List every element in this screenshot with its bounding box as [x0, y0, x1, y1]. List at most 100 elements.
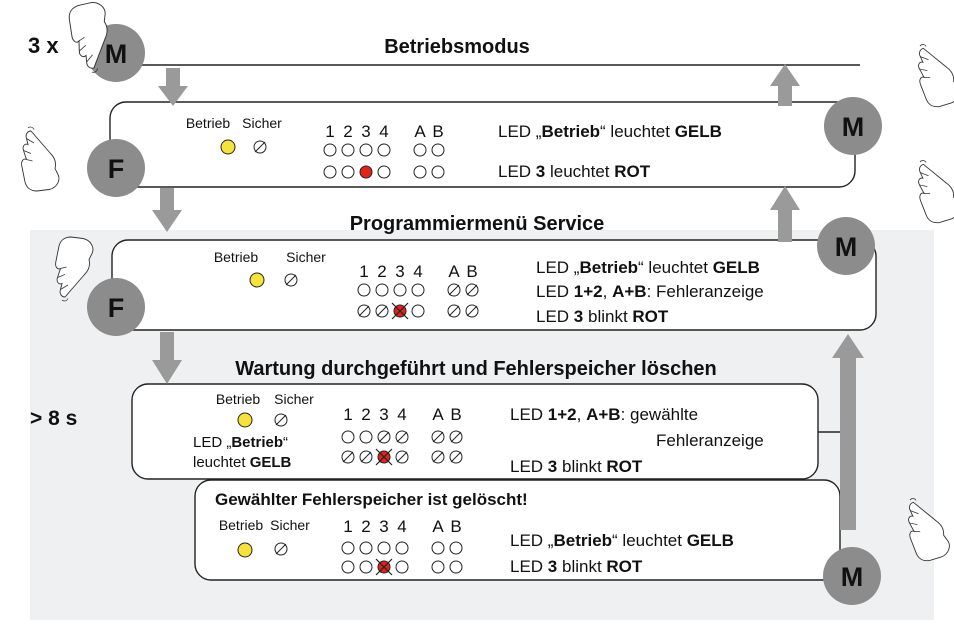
led-blink-mark	[375, 558, 393, 576]
led-yellow	[237, 542, 253, 558]
led-number-label: 4	[397, 405, 406, 424]
led-disabled-slash	[275, 543, 287, 555]
label-betrieb: Betrieb	[186, 115, 231, 131]
led-off	[449, 541, 463, 555]
label-sicher: Sicher	[270, 517, 310, 533]
led-disabled-slash	[466, 284, 478, 296]
led-number-label: 2	[343, 122, 352, 141]
led-number-label: A	[414, 122, 426, 141]
led-number-label: B	[432, 122, 443, 141]
panel2-led-betrieb-text: LED „Betrieb“ leuchtet GELB	[536, 258, 760, 277]
led-disabled-slash	[448, 305, 460, 317]
led-number-label: B	[450, 517, 461, 536]
led-off	[359, 143, 373, 157]
led-off	[431, 541, 445, 555]
title-programmiermenu: Programmiermenü Service	[350, 213, 605, 235]
led-yellow	[237, 412, 253, 428]
m-button-label: M	[835, 232, 858, 262]
led-off	[449, 560, 463, 574]
led-number-label: 3	[379, 517, 388, 536]
label-betrieb: Betrieb	[216, 391, 261, 407]
led-off	[431, 560, 445, 574]
f-button-2[interactable]: F	[87, 278, 145, 336]
led-off	[341, 430, 355, 444]
led-yellow	[220, 139, 236, 155]
led-off	[341, 541, 355, 555]
panel2-fehleranzeige-text: LED 1+2, A+B: Fehleranzeige	[536, 282, 764, 301]
led-off	[359, 560, 373, 574]
led-disabled-slash	[376, 305, 388, 317]
panel4-led3-text: LED 3 blinkt ROT	[510, 557, 643, 576]
finger-hand-icon	[913, 155, 954, 226]
f-button-label: F	[108, 293, 125, 323]
led-off	[377, 143, 391, 157]
m-button-right-1[interactable]: M	[824, 97, 882, 155]
press-count: 3 x	[28, 33, 59, 58]
led-off	[413, 165, 427, 179]
title-wartung: Wartung durchgeführt und Fehlerspeicher …	[235, 358, 717, 380]
title-geloescht: Gewählter Fehlerspeicher ist gelöscht!	[215, 490, 528, 509]
led-number-label: 4	[397, 517, 406, 536]
led-disabled-slash	[378, 431, 390, 443]
led-number-label: B	[466, 262, 477, 281]
led-number-label: 4	[413, 262, 422, 281]
led-disabled-slash	[432, 451, 444, 463]
led-disabled-slash	[466, 305, 478, 317]
led-disabled-slash	[396, 451, 408, 463]
led-off	[323, 165, 337, 179]
led-number-label: 3	[379, 405, 388, 424]
led-number-label: 2	[361, 517, 370, 536]
panel4-led-betrieb-text: LED „Betrieb“ leuchtet GELB	[510, 531, 734, 550]
led-off	[413, 143, 427, 157]
led-off	[341, 165, 355, 179]
led-number-label: A	[432, 517, 444, 536]
led-number-label: 1	[325, 122, 334, 141]
led-number-label: 3	[395, 262, 404, 281]
m-button-label: M	[842, 112, 865, 142]
led-disabled-slash	[450, 451, 462, 463]
led-off	[377, 541, 391, 555]
led-number-label: 4	[379, 122, 388, 141]
m-button-label: M	[841, 562, 864, 592]
led-off	[377, 165, 391, 179]
panel3-fehleranzeige-text: LED 1+2, A+B: gewählte	[510, 405, 698, 424]
led-disabled-slash	[450, 431, 462, 443]
label-betrieb: Betrieb	[219, 517, 264, 533]
panel1-led3-text: LED 3 leuchtet ROT	[498, 162, 651, 181]
led-blink-mark	[391, 302, 409, 320]
arrow-down-1	[158, 68, 188, 106]
led-blink-mark	[375, 448, 393, 466]
led-number-label: 1	[343, 517, 352, 536]
led-number-label: A	[448, 262, 460, 281]
arrow-up-2	[770, 186, 800, 242]
led-number-label: A	[432, 405, 444, 424]
m-button-bottom-right[interactable]: M	[823, 547, 881, 605]
panel3-fehleranzeige-text-2: Fehleranzeige	[656, 431, 764, 450]
arrow-up-1	[770, 64, 800, 106]
panel3-leuchtet-gelb-label: leuchtet GELB	[193, 454, 292, 471]
label-sicher: Sicher	[286, 249, 326, 265]
led-disabled-slash	[360, 451, 372, 463]
led-disabled-slash	[342, 451, 354, 463]
label-sicher: Sicher	[274, 391, 314, 407]
led-disabled-slash	[254, 141, 266, 153]
led-number-label: 2	[361, 405, 370, 424]
led-disabled-slash	[432, 431, 444, 443]
led-number-label: 3	[361, 122, 370, 141]
finger-hand-icon	[21, 126, 60, 192]
led-off	[395, 541, 409, 555]
led-number-label: 2	[377, 262, 386, 281]
led-disabled-slash	[396, 431, 408, 443]
led-number-label: B	[450, 405, 461, 424]
led-off	[375, 283, 389, 297]
f-button-1[interactable]: F	[87, 139, 145, 197]
m-button-right-2[interactable]: M	[817, 217, 875, 275]
led-disabled-slash	[285, 274, 297, 286]
panel1-led-betrieb-text: LED „Betrieb“ leuchtet GELB	[498, 122, 722, 141]
led-yellow	[249, 272, 265, 288]
label-sicher: Sicher	[242, 115, 282, 131]
panel3-led3-text: LED 3 blinkt ROT	[510, 457, 643, 476]
finger-hand-icon	[913, 39, 954, 110]
